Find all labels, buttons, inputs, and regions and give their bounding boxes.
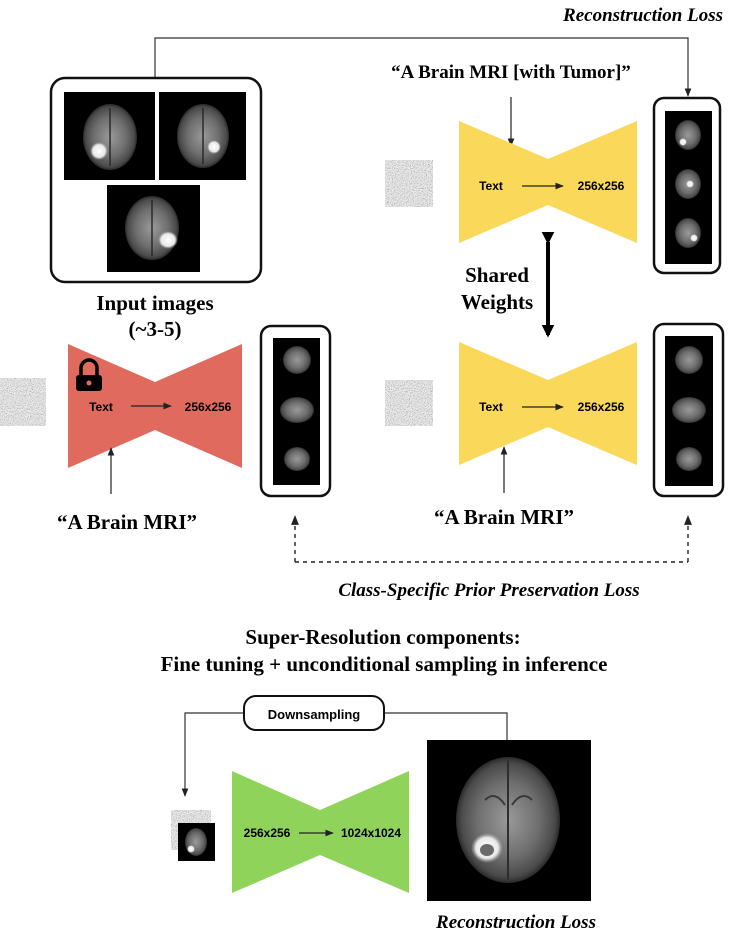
noise-left: [0, 378, 46, 426]
frozen-model-input: Text: [89, 400, 113, 414]
prompt-tumor-label: “A Brain MRI [with Tumor]”: [391, 62, 631, 83]
mri-input-2: [159, 92, 246, 180]
finetune-model-top-shape: [459, 121, 637, 243]
prompt-right-label: “A Brain MRI”: [434, 505, 574, 529]
noise-top: [385, 160, 433, 207]
downsampling-line: [185, 712, 508, 796]
mri-input-3: [107, 185, 200, 272]
mri-input-1: [64, 92, 155, 180]
reconstruction-loop-line: [154, 37, 692, 97]
downsampling-box: Downsampling: [243, 695, 385, 731]
downsampling-label: Downsampling: [268, 707, 361, 722]
hires-mri: [427, 740, 591, 901]
finetune-model-bottom-shape: [459, 342, 637, 465]
noise-bottom: [385, 380, 433, 426]
reconstruction-loss-top-label: Reconstruction Loss: [562, 5, 723, 26]
shared-weights-label: Shared: [465, 263, 529, 287]
lock-icon: [76, 358, 102, 391]
output-panel-bottom: [652, 322, 725, 498]
prompt-left-label: “A Brain MRI”: [57, 510, 197, 534]
frozen-model: Text 256x256: [68, 344, 242, 468]
sr-model: 256x256 1024x1024: [232, 771, 409, 893]
output-panel-top: [652, 96, 722, 275]
input-images-count: (~3-5): [129, 317, 182, 341]
sr-model-input: 256x256: [244, 826, 291, 840]
sr-subtitle: Fine tuning + unconditional sampling in …: [161, 652, 608, 676]
reconstruction-loss-bottom-label: Reconstruction Loss: [435, 912, 596, 933]
input-images-panel: [49, 76, 263, 284]
shared-weights-label-2: Weights: [461, 290, 533, 314]
finetune-model-top-output: 256x256: [578, 179, 625, 193]
lowres-mri: [178, 823, 215, 861]
input-images-label: Input images: [96, 291, 213, 315]
prior-loss-label: Class-Specific Prior Preservation Loss: [338, 580, 639, 601]
sr-model-output: 1024x1024: [341, 826, 401, 840]
finetune-model-bottom: Text 256x256: [459, 342, 637, 465]
finetune-model-bottom-output: 256x256: [578, 400, 625, 414]
finetune-model-top: Text 256x256: [459, 121, 637, 243]
sr-title: Super-Resolution components:: [245, 625, 520, 649]
finetune-model-top-input: Text: [479, 179, 503, 193]
frozen-model-output: 256x256: [185, 400, 232, 414]
sr-model-shape: [232, 771, 409, 893]
finetune-model-bottom-input: Text: [479, 400, 503, 414]
output-panel-frozen: [259, 324, 332, 498]
